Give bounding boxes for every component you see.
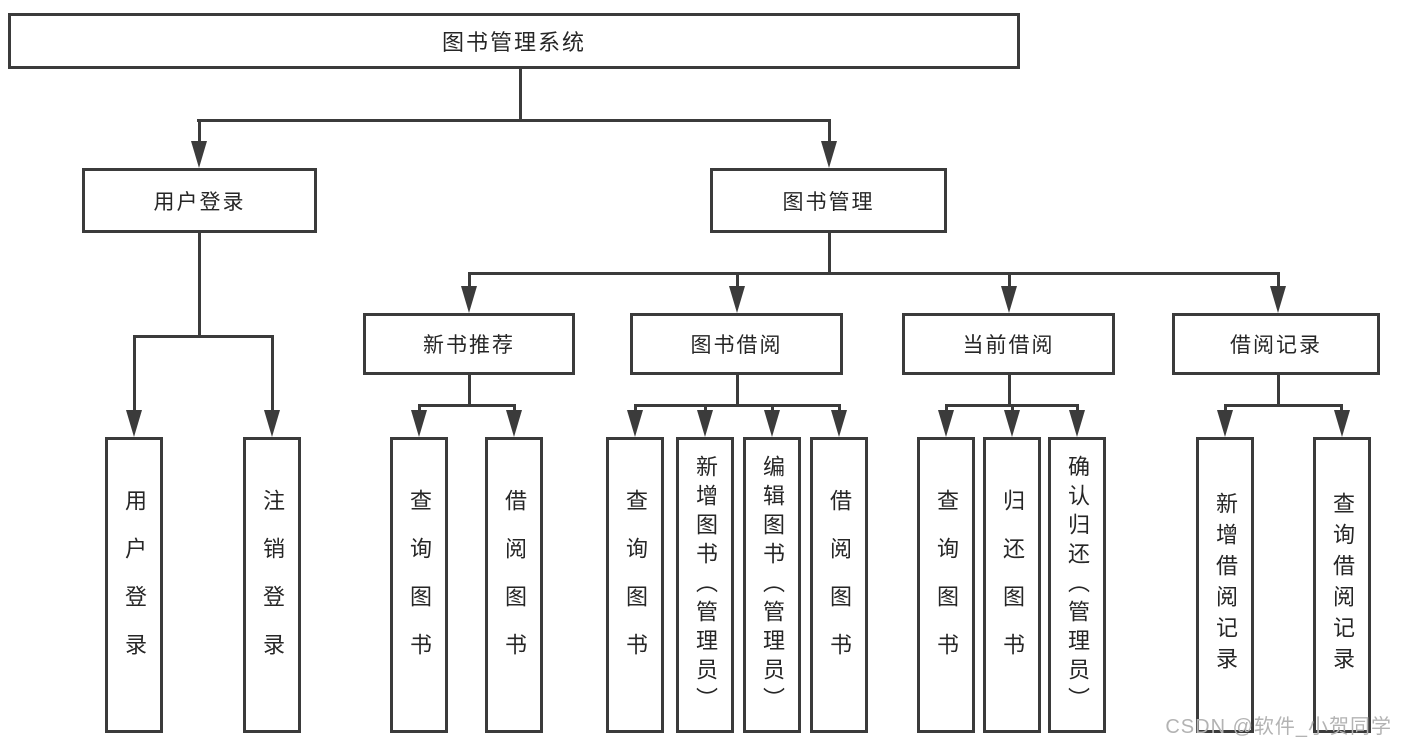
arrow-down-icon: [1069, 410, 1085, 437]
arrow-down-icon: [821, 141, 837, 168]
connector-segment: [1224, 404, 1343, 407]
connector-segment: [838, 404, 841, 412]
node-user-login: 用户登录: [82, 168, 317, 233]
node-book-management: 图书管理: [710, 168, 947, 233]
node-new-book-recommend: 新书推荐: [363, 313, 575, 375]
arrow-down-icon: [411, 410, 427, 437]
arrow-down-icon: [191, 141, 207, 168]
watermark: CSDN @软件_小贺同学: [1165, 716, 1392, 738]
connector-segment: [468, 272, 1280, 275]
arrow-down-icon: [697, 410, 713, 437]
leaf-label: 新增借阅记录: [1213, 492, 1238, 678]
node-label: 图书管理系统: [441, 30, 586, 55]
leaf-label: 新增图书（管理员）: [693, 454, 718, 716]
connector-segment: [1076, 404, 1079, 412]
leaf-label: 查询图书: [623, 489, 648, 681]
leaf-logout: 注销登录: [243, 437, 301, 733]
node-label: 图书管理: [782, 190, 875, 214]
leaf-query-books-recommend: 查询图书: [390, 437, 448, 733]
arrow-down-icon: [1334, 410, 1350, 437]
arrow-down-icon: [1270, 286, 1286, 313]
connector-segment: [1008, 272, 1011, 288]
leaf-label: 查询图书: [407, 489, 432, 681]
arrow-down-icon: [831, 410, 847, 437]
connector-segment: [133, 335, 274, 338]
arrow-down-icon: [764, 410, 780, 437]
connector-segment: [418, 404, 421, 412]
leaf-user-login: 用户登录: [105, 437, 163, 733]
connector-segment: [1277, 375, 1280, 406]
arrow-down-icon: [729, 286, 745, 313]
connector-segment: [1008, 375, 1011, 406]
node-label: 用户登录: [153, 190, 246, 214]
leaf-query-borrow-record: 查询借阅记录: [1313, 437, 1371, 733]
leaf-confirm-return-admin: 确认归还（管理员）: [1048, 437, 1106, 733]
arrow-down-icon: [461, 286, 477, 313]
node-label: 当前借阅: [962, 334, 1055, 357]
arrow-down-icon: [506, 410, 522, 437]
arrow-down-icon: [1004, 410, 1020, 437]
leaf-label: 借阅图书: [502, 489, 527, 681]
connector-segment: [704, 404, 707, 412]
leaf-return-books: 归还图书: [983, 437, 1041, 733]
connector-segment: [418, 404, 516, 407]
connector-segment: [736, 375, 739, 406]
node-library-system: 图书管理系统: [8, 13, 1020, 69]
connector-segment: [945, 404, 948, 412]
leaf-label: 注销登录: [260, 489, 285, 681]
connector-segment: [513, 404, 516, 412]
connector-segment: [1277, 272, 1280, 288]
leaf-borrow-books-recommend: 借阅图书: [485, 437, 543, 733]
connector-segment: [271, 335, 274, 412]
connector-segment: [468, 272, 471, 288]
node-book-borrowing: 图书借阅: [630, 313, 843, 375]
connector-segment: [519, 68, 522, 120]
leaf-label: 归还图书: [1000, 489, 1025, 681]
leaf-add-books-admin: 新增图书（管理员）: [676, 437, 734, 733]
arrow-down-icon: [264, 410, 280, 437]
connector-segment: [198, 233, 201, 336]
connector-segment: [1224, 404, 1227, 412]
connector-segment: [828, 119, 831, 143]
arrow-down-icon: [938, 410, 954, 437]
connector-segment: [1011, 404, 1014, 412]
leaf-label: 借阅图书: [827, 489, 852, 681]
leaf-label: 查询图书: [934, 489, 959, 681]
connector-segment: [133, 335, 136, 412]
connector-segment: [736, 272, 739, 288]
leaf-label: 编辑图书（管理员）: [760, 454, 785, 716]
leaf-query-books-current: 查询图书: [917, 437, 975, 733]
leaf-label: 确认归还（管理员）: [1065, 454, 1090, 716]
connector-segment: [634, 404, 637, 412]
arrow-down-icon: [1001, 286, 1017, 313]
leaf-label: 用户登录: [122, 489, 147, 681]
connector-segment: [197, 119, 831, 122]
connector-segment: [828, 233, 831, 274]
connector-segment: [634, 404, 840, 407]
connector-segment: [468, 375, 471, 406]
connector-segment: [1340, 404, 1343, 412]
leaf-add-borrow-record: 新增借阅记录: [1196, 437, 1254, 733]
connector-segment: [198, 119, 201, 143]
arrow-down-icon: [126, 410, 142, 437]
leaf-borrow-books: 借阅图书: [810, 437, 868, 733]
leaf-query-books-borrowing: 查询图书: [606, 437, 664, 733]
node-borrow-records: 借阅记录: [1172, 313, 1380, 375]
connector-segment: [771, 404, 774, 412]
leaf-edit-books-admin: 编辑图书（管理员）: [743, 437, 801, 733]
node-label: 借阅记录: [1230, 334, 1322, 357]
node-label: 图书借阅: [690, 334, 783, 357]
arrow-down-icon: [627, 410, 643, 437]
arrow-down-icon: [1217, 410, 1233, 437]
node-label: 新书推荐: [423, 334, 515, 357]
leaf-label: 查询借阅记录: [1330, 492, 1355, 678]
node-current-borrowing: 当前借阅: [902, 313, 1115, 375]
